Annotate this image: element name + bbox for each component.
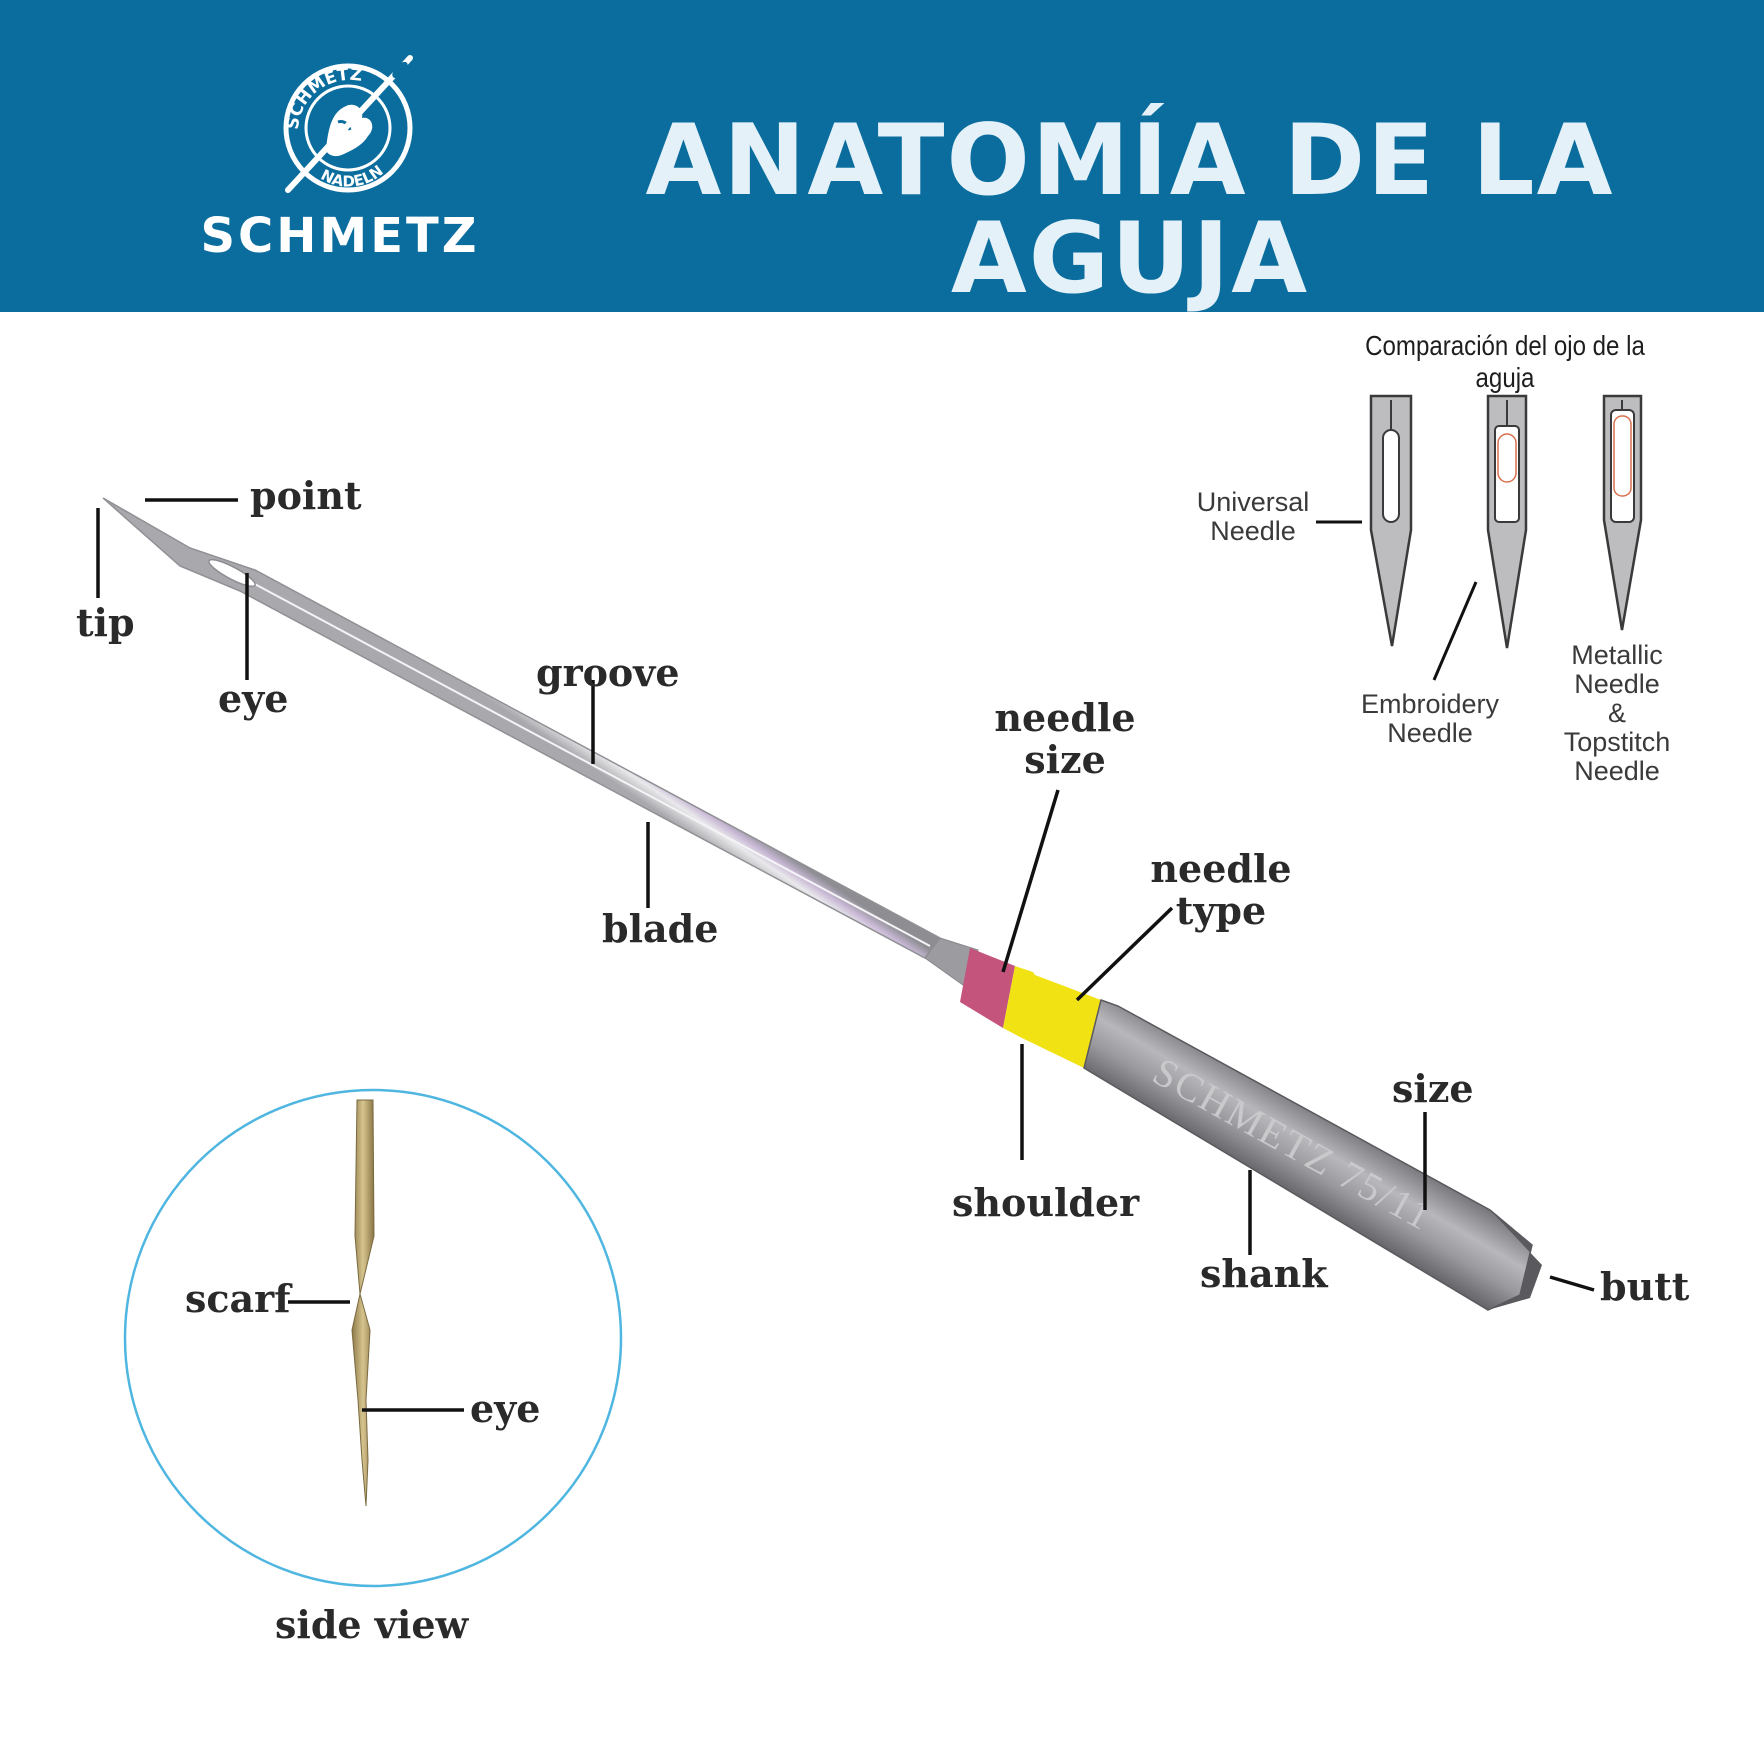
label-needle-type-line1: needle — [1150, 846, 1292, 891]
label-embroidery-needle: Embroidery Needle — [1350, 690, 1510, 748]
label-needle-type: needle type — [1146, 848, 1296, 932]
schmetz-seal-logo: SCHMETZ NADELN — [283, 55, 413, 193]
side-view-needle — [351, 1099, 375, 1507]
embroidery-line1: Embroidery — [1360, 689, 1500, 719]
metallic-line2: Needle — [1574, 669, 1660, 699]
label-point: point — [250, 473, 362, 518]
side-view-circle — [123, 1088, 623, 1588]
brand-wordmark: SCHMETZ — [200, 208, 480, 264]
needle-size-band — [960, 948, 1015, 1028]
header-banner: SCHMETZ NADELN SCHMETZ ANATOMÍA DE LA AG… — [0, 0, 1764, 312]
label-universal-needle: Universal Needle — [1188, 488, 1318, 546]
page-title: ANATOMÍA DE LA AGUJA — [645, 104, 1615, 316]
label-tip: tip — [76, 600, 135, 645]
label-butt: butt — [1600, 1264, 1690, 1309]
label-groove: groove — [536, 650, 680, 695]
side-view-inset — [123, 1088, 623, 1588]
metallic-needle-figure — [1602, 394, 1643, 631]
metallic-line1: Metallic — [1571, 640, 1663, 670]
label-needle-type-line2: type — [1175, 888, 1267, 933]
label-needle-size: needle size — [990, 697, 1140, 781]
needle-illustration: SCHMETZ 75/11 — [102, 497, 1542, 1311]
leader-lines — [96, 498, 1595, 1292]
embroidery-line2: Needle — [1387, 718, 1473, 748]
label-needle-size-line2: size — [1024, 737, 1106, 782]
embroidery-needle-figure — [1486, 394, 1528, 649]
label-shank: shank — [1200, 1251, 1328, 1296]
side-view-caption: side view — [275, 1602, 469, 1647]
metallic-line4: Topstitch — [1563, 727, 1671, 757]
needle-eye — [208, 558, 256, 588]
needle-butt — [1488, 1210, 1542, 1310]
label-metallic-topstitch-needle: Metallic Needle & Topstitch Needle — [1552, 641, 1682, 786]
universal-line1: Universal — [1196, 487, 1310, 517]
label-scarf: scarf — [185, 1276, 291, 1321]
eye-comparison-title: Comparación del ojo de la aguja — [1365, 330, 1645, 393]
label-blade: blade — [602, 906, 719, 951]
eye-comparison-panel — [1316, 394, 1643, 681]
label-size: size — [1392, 1066, 1474, 1111]
metallic-line5: Needle — [1574, 756, 1660, 786]
universal-needle-figure — [1369, 394, 1413, 647]
needle-type-band — [1003, 966, 1101, 1068]
universal-line2: Needle — [1210, 516, 1296, 546]
metallic-line3: & — [1607, 698, 1626, 728]
label-needle-size-line1: needle — [994, 695, 1136, 740]
label-eye: eye — [218, 676, 289, 721]
label-shoulder: shoulder — [952, 1180, 1140, 1225]
label-side-eye: eye — [470, 1386, 541, 1431]
